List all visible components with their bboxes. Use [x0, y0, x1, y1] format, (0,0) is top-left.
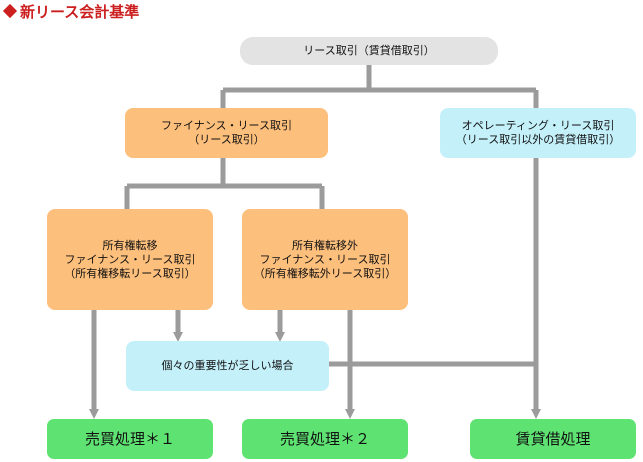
node-line: リース取引（賃貸借取引）	[303, 44, 435, 57]
node-line: ファイナンス・リース取引	[160, 119, 292, 132]
node-line: （所有権移転外リース取引）	[253, 266, 397, 280]
node-lease-transaction: リース取引（賃貸借取引）	[240, 37, 498, 65]
page-heading: 新リース会計基準	[2, 1, 139, 21]
page-heading-text: 新リース会計基準	[20, 2, 140, 21]
node-line: 売買処理＊２	[279, 430, 370, 448]
node-line: ファイナンス・リース取引	[259, 252, 391, 266]
node-ownership-non-transfer: 所有権転移外 ファイナンス・リース取引 （所有権移転外リース取引）	[242, 209, 408, 310]
node-rental-treatment: 賃貸借処理	[470, 419, 636, 459]
node-line: ファイナンス・リース取引	[64, 252, 196, 266]
node-operating-lease: オペレーティング・リース取引 （リース取引以外の賃貸借取引）	[440, 108, 636, 158]
node-line: （リース取引）	[188, 133, 265, 146]
node-line: 所有権転移外	[292, 238, 358, 252]
node-finance-lease: ファイナンス・リース取引 （リース取引）	[125, 108, 328, 158]
node-line: （リース取引以外の賃貸借取引）	[455, 133, 621, 146]
node-sale-treatment-2: 売買処理＊２	[242, 419, 408, 459]
node-line: 個々の重要性が乏しい場合	[161, 359, 294, 372]
node-ownership-transfer: 所有権転移 ファイナンス・リース取引 （所有権移転リース取引）	[47, 209, 213, 310]
node-line: （所有権移転リース取引）	[64, 266, 196, 280]
node-sale-treatment-1: 売買処理＊１	[47, 419, 213, 459]
node-line: 賃貸借処理	[515, 430, 591, 448]
node-low-materiality: 個々の重要性が乏しい場合	[126, 341, 329, 391]
node-line: 売買処理＊１	[84, 430, 175, 448]
node-line: オペレーティング・リース取引	[461, 119, 615, 132]
node-line: 所有権転移	[102, 238, 158, 252]
